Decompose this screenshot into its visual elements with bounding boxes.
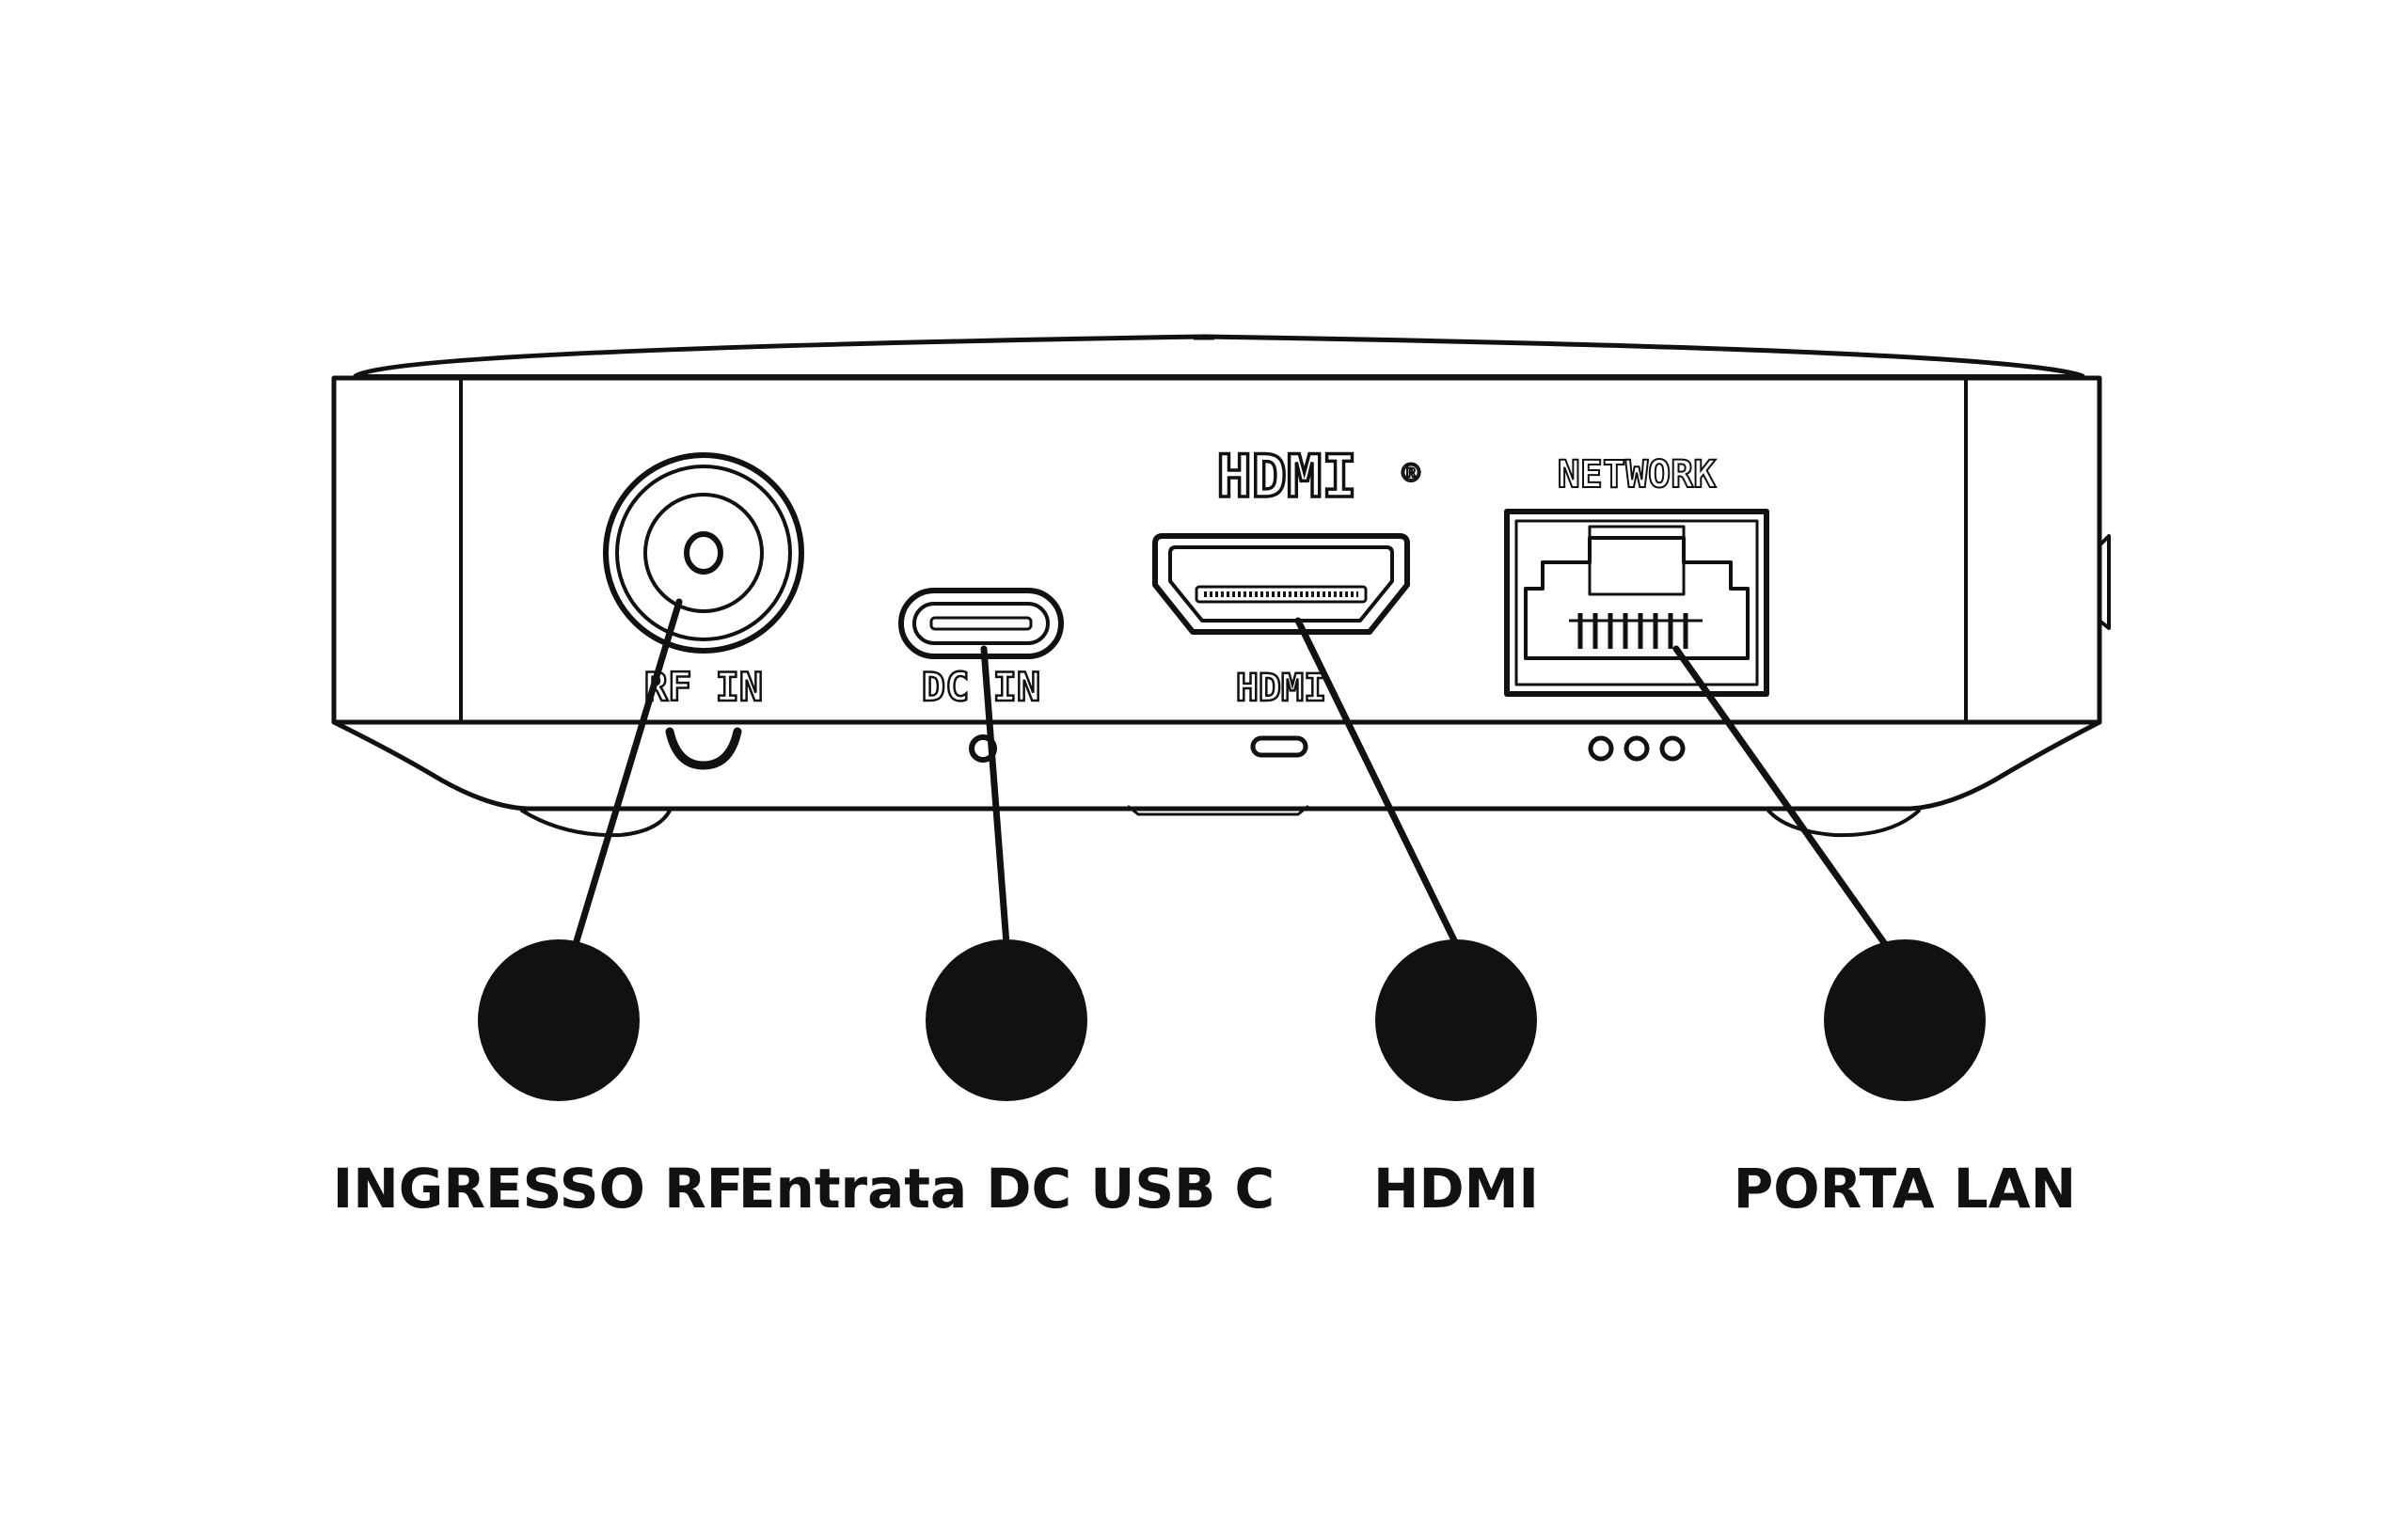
network-label: NETWORK — [1558, 453, 1717, 496]
leader-line-lan — [1672, 645, 1889, 948]
callout-markers — [478, 939, 1986, 1101]
hdmi-logo-registered-mark: ® — [1402, 455, 1420, 491]
hdmi-under-label: HDMI — [1236, 667, 1326, 710]
leader-line-dc — [980, 645, 1010, 948]
caption-dc: Entrata DC USB C — [738, 1157, 1275, 1221]
lan-indicator-icon — [1588, 735, 1686, 762]
device-foot-left — [520, 809, 672, 838]
device-front-outline — [331, 375, 2102, 725]
caption-hdmi: HDMI — [1373, 1157, 1539, 1221]
hdmi-logo: HDMI — [1216, 442, 1356, 511]
rf-coax-symbol-icon — [665, 727, 742, 770]
lan-port — [1504, 509, 1769, 762]
rf-in-label: RF IN — [644, 664, 763, 710]
hdmi-port — [1152, 533, 1410, 758]
hdmi-indicator-icon — [1250, 735, 1308, 758]
dc-in-label: DC IN — [922, 664, 1040, 710]
leader-lines — [572, 598, 1889, 948]
leader-line-rf — [572, 598, 683, 948]
leader-line-hdmi — [1294, 617, 1460, 948]
rf-in-port — [603, 452, 804, 770]
callout-marker-hdmi — [1375, 939, 1537, 1101]
caption-rf: INGRESSO RF — [333, 1157, 744, 1221]
device-body — [331, 334, 2111, 838]
callout-marker-rf — [478, 939, 640, 1101]
caption-lan: PORTA LAN — [1734, 1157, 2076, 1221]
dc-in-port — [898, 588, 1064, 763]
device-lid — [353, 334, 2085, 379]
device-foot-right — [1766, 809, 1921, 838]
side-button — [2098, 534, 2111, 630]
callout-marker-lan — [1824, 939, 1986, 1101]
callout-marker-dc — [926, 939, 1087, 1101]
